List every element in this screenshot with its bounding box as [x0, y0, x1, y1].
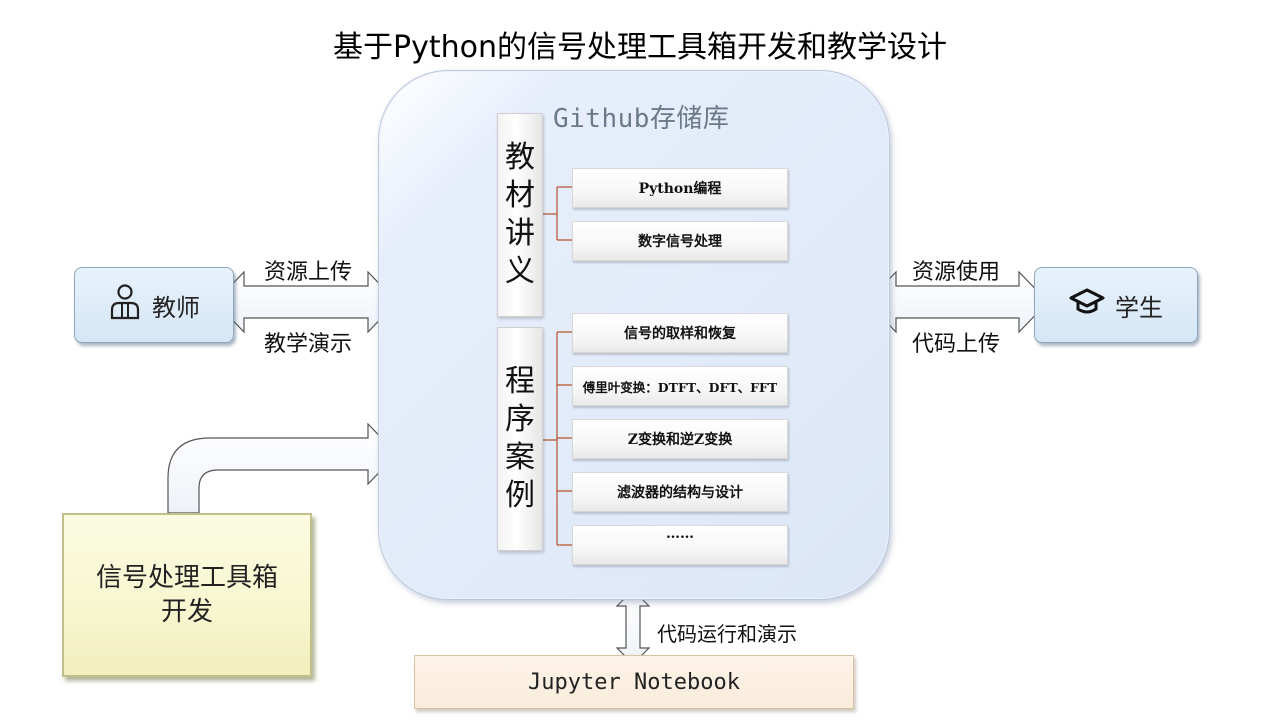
jupyter-notebook-box: Jupyter Notebook: [414, 655, 854, 709]
teacher-demo-label: 教学演示: [264, 332, 353, 357]
materials-char: 讲: [505, 216, 535, 251]
programs-char: 程: [505, 364, 535, 399]
repository-title: Github存储库: [553, 104, 730, 134]
student-use-label: 资源使用: [912, 260, 1001, 285]
programs-char: 序: [505, 402, 535, 437]
materials-char: 材: [505, 178, 535, 213]
material-item-python: Python编程: [572, 168, 788, 208]
graduation-cap-icon: [1069, 287, 1105, 323]
materials-char: 教: [505, 140, 535, 175]
material-item-dsp: 数字信号处理: [572, 221, 788, 261]
toolbox-development-box: 信号处理工具箱 开发: [62, 513, 312, 677]
program-item-z-transform: Z变换和逆Z变换: [572, 419, 788, 459]
toolbox-line1: 信号处理工具箱: [95, 563, 278, 593]
programs-bracket: [541, 331, 572, 546]
program-item-sampling: 信号的取样和恢复: [572, 313, 788, 353]
program-item-more: ……: [572, 525, 788, 565]
teacher-node: 教师: [74, 267, 234, 343]
program-item-fourier: 傅里叶变换：DTFT、DFT、FFT: [572, 366, 788, 406]
student-node: 学生: [1034, 267, 1198, 343]
materials-char: 义: [505, 254, 535, 289]
student-label: 学生: [1115, 293, 1163, 322]
programs-char: 案: [505, 440, 535, 475]
teacher-upload-label: 资源上传: [264, 260, 353, 285]
materials-label-bar: 教 材 讲 义: [497, 113, 543, 317]
toolbox-line2: 开发: [160, 597, 213, 627]
diagram-title: 基于Python的信号处理工具箱开发和教学设计: [333, 30, 947, 65]
programs-char: 例: [505, 478, 535, 513]
program-item-filter: 滤波器的结构与设计: [572, 472, 788, 512]
teacher-icon: [108, 282, 142, 328]
student-upload-label: 代码上传: [912, 332, 1001, 357]
jupyter-run-label: 代码运行和演示: [657, 622, 797, 646]
programs-label-bar: 程 序 案 例: [497, 327, 543, 551]
teacher-label: 教师: [152, 293, 200, 322]
materials-bracket: [541, 186, 572, 241]
